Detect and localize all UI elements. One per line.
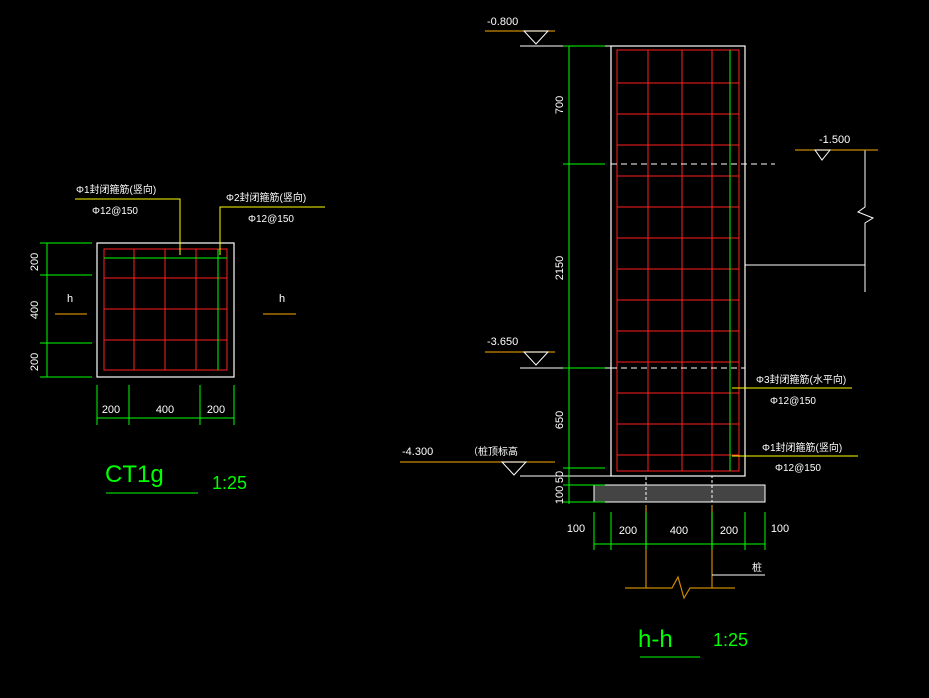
callout-leaders: [75, 198, 325, 255]
elev-pile: -4.300: [402, 446, 433, 458]
callout1r-title: Φ1封闭箍筋(竖向): [762, 441, 842, 454]
vdim-1: 700: [554, 96, 566, 114]
plan-scale: 1:25: [212, 473, 247, 493]
elev-mid: -3.650: [487, 336, 518, 348]
pile-lines: [625, 505, 735, 600]
section-rebar: [616, 49, 740, 472]
left-dim-lines: [40, 242, 92, 378]
elev-mid-marker: [522, 351, 550, 366]
pile-note: （桩顶标高: [468, 445, 518, 458]
adjacent-member: [745, 150, 875, 292]
bottom-dim-lines: [96, 385, 235, 425]
vdim-5: 100: [554, 486, 566, 504]
pile-label: 桩: [752, 561, 762, 574]
dim-bottom-1: 200: [102, 404, 120, 416]
section-mark-left: h: [67, 293, 73, 305]
callout1-spec: Φ12@150: [92, 206, 138, 217]
callout2-spec: Φ12@150: [248, 214, 294, 225]
callout1-title: Φ1封闭箍筋(竖向): [76, 183, 156, 196]
vdim-3: 650: [554, 411, 566, 429]
elev-top-marker: [522, 30, 550, 45]
callout1r-spec: Φ12@150: [775, 463, 821, 474]
dim-bottom-2: 400: [156, 404, 174, 416]
hdim-5: 100: [771, 523, 789, 535]
hdim-2: 200: [619, 525, 637, 537]
vdim-4: 50: [554, 471, 566, 483]
vertical-dim-lines: [563, 45, 605, 504]
section-hh: 桩 -1.500 -0.800 -3.650 -4.300 （桩顶标高: [400, 16, 878, 658]
dim-bottom-3: 200: [207, 404, 225, 416]
dim-left-3: 200: [29, 353, 41, 371]
ct1g-plan: 200 400 200 200 400 200 h h Φ1封闭箍筋(竖向) Φ…: [29, 183, 325, 494]
elev-top: -0.800: [487, 16, 518, 28]
stirrup-lines: [104, 249, 227, 370]
rebar-grid: [103, 248, 228, 371]
vdim-2: 2150: [554, 256, 566, 280]
dim-left-1: 200: [29, 253, 41, 271]
dim-left-2: 400: [29, 301, 41, 319]
callout3-spec: Φ12@150: [770, 396, 816, 407]
plan-title: CT1g: [105, 461, 164, 488]
section-callout-leaders: [732, 387, 858, 457]
dashed-levels: [611, 163, 775, 369]
hdim-4: 200: [720, 525, 738, 537]
callout2-title: Φ2封闭箍筋(竖向): [226, 191, 306, 204]
section-outline: [610, 45, 746, 477]
section-mark-right: h: [279, 293, 285, 305]
cap-outline: [96, 242, 235, 378]
pile-head: [645, 475, 713, 503]
section-scale: 1:25: [713, 630, 748, 650]
elev-right-marker: [814, 149, 832, 161]
hdim-3: 400: [670, 525, 688, 537]
base-cushion: [593, 484, 766, 503]
callout3-title: Φ3封闭箍筋(水平向): [756, 373, 846, 386]
elev-right: -1.500: [819, 134, 850, 146]
hdim-1: 100: [567, 523, 585, 535]
elev-pile-marker: [500, 461, 528, 476]
section-title: h-h: [638, 626, 673, 653]
horizontal-dim-lines: [593, 512, 766, 550]
